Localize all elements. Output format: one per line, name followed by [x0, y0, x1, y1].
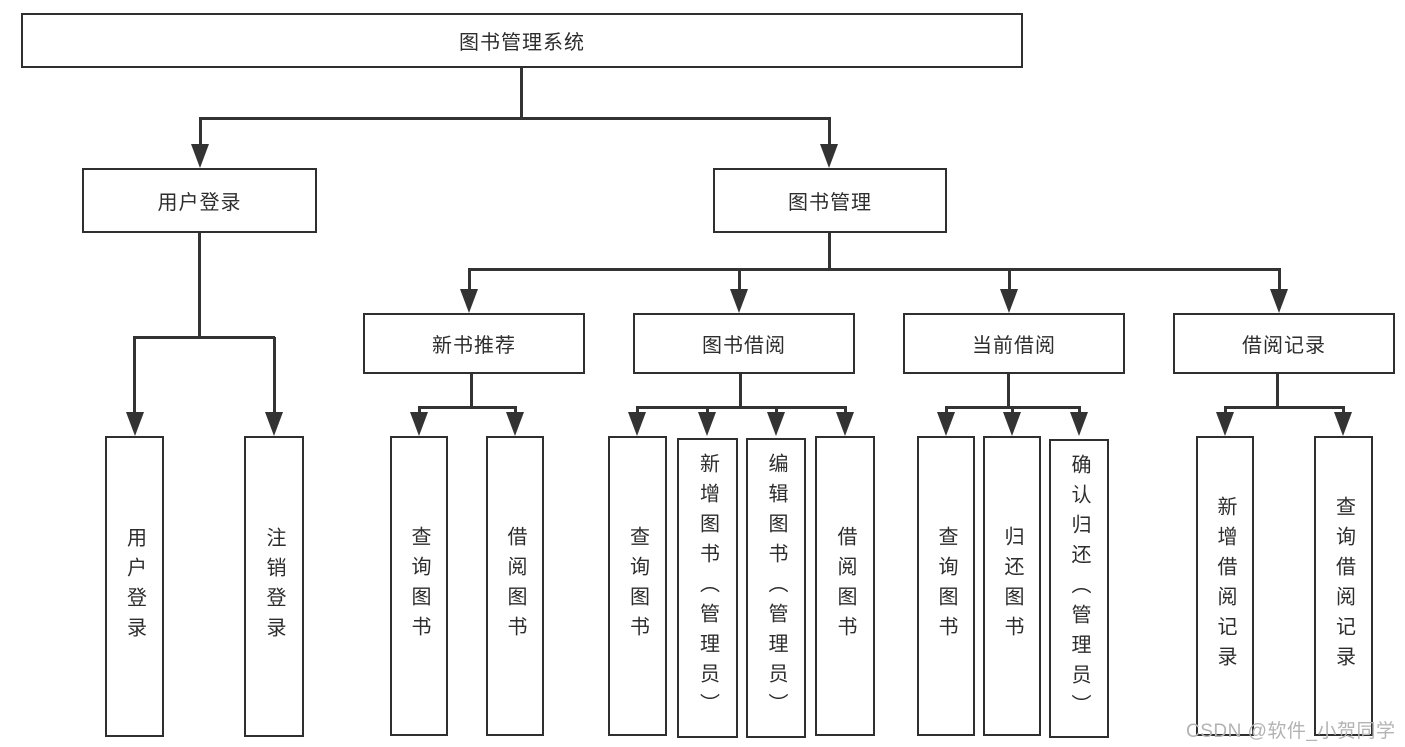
arrow-down-icon	[1334, 412, 1352, 436]
arrow-down-icon	[506, 412, 524, 436]
connector-vline	[827, 118, 831, 146]
arrow-down-icon	[1000, 289, 1018, 313]
arrow-down-icon	[1270, 289, 1288, 313]
leaf-borrow-books: 借阅图书	[815, 436, 875, 736]
node-book-borrowing: 图书借阅	[633, 313, 855, 374]
leaf-label: 注销登录	[263, 526, 285, 647]
arrow-down-icon	[836, 412, 854, 436]
connector-vline	[467, 269, 471, 289]
connector-vline	[843, 407, 847, 413]
leaf-label: 借阅图书	[834, 526, 856, 646]
node-label: 当前借阅	[972, 335, 1056, 357]
arrow-down-icon	[1003, 412, 1021, 436]
watermark: CSDN @软件_小贺同学	[1186, 721, 1396, 742]
leaf-label: 查询图书	[626, 526, 649, 646]
connector-vline	[198, 118, 202, 146]
connector-vline	[513, 407, 517, 413]
arrow-down-icon	[1216, 412, 1234, 436]
leaf-borrow-books-recommend: 借阅图书	[486, 436, 544, 736]
node-label: 图书借阅	[702, 335, 786, 357]
leaf-add-borrow-record: 新增借阅记录	[1196, 436, 1254, 736]
connector-vline	[1277, 269, 1281, 289]
leaf-label: 编辑图书（管理员）	[765, 453, 787, 723]
connector-vline	[705, 407, 709, 413]
connector-vline	[469, 374, 473, 407]
leaf-edit-book-admin: 编辑图书（管理员）	[746, 438, 806, 738]
node-label: 用户登录	[157, 192, 242, 214]
node-book-management: 图书管理	[713, 168, 947, 233]
connector-hline	[1223, 405, 1345, 409]
connector-vline	[774, 407, 778, 413]
node-label: 图书管理系统	[459, 32, 585, 54]
connector-hline	[467, 267, 1281, 271]
node-label: 图书管理	[788, 192, 872, 214]
connector-vline	[1007, 269, 1011, 289]
leaf-user-login: 用户登录	[105, 436, 164, 737]
arrow-down-icon	[460, 289, 478, 313]
connector-vline	[519, 68, 523, 118]
connector-vline	[1223, 407, 1227, 413]
arrow-down-icon	[937, 412, 955, 436]
leaf-query-books-recommend: 查询图书	[390, 436, 448, 736]
connector-vline	[133, 337, 136, 412]
connector-vline	[1010, 407, 1014, 413]
leaf-label: 新增借阅记录	[1214, 496, 1236, 676]
node-current-borrowing: 当前借阅	[903, 313, 1125, 374]
node-borrowing-records: 借阅记录	[1173, 313, 1395, 374]
leaf-logout-login: 注销登录	[244, 436, 304, 737]
leaf-return-book: 归还图书	[983, 436, 1041, 736]
connector-hline	[198, 116, 831, 120]
connector-vline	[737, 269, 741, 289]
arrow-down-icon	[410, 412, 428, 436]
leaf-add-book-admin: 新增图书（管理员）	[677, 438, 738, 738]
leaf-label: 查询图书	[408, 526, 430, 646]
connector-vline	[944, 407, 948, 413]
leaf-query-books-borrow: 查询图书	[608, 436, 667, 736]
arrow-down-icon	[820, 144, 838, 168]
connector-hline	[417, 405, 517, 409]
arrow-down-icon	[698, 412, 716, 436]
arrow-down-icon	[191, 144, 209, 168]
node-user-login: 用户登录	[82, 168, 317, 233]
leaf-query-books-current: 查询图书	[917, 436, 975, 736]
leaf-confirm-return-admin: 确认归还（管理员）	[1049, 439, 1109, 738]
connector-vline	[197, 233, 201, 337]
node-label: 新书推荐	[432, 335, 516, 357]
leaf-query-borrow-record: 查询借阅记录	[1314, 436, 1373, 736]
connector-vline	[827, 233, 831, 269]
leaf-label: 用户登录	[123, 526, 146, 647]
connector-vline	[1276, 374, 1279, 407]
connector-vline	[635, 407, 639, 413]
arrow-down-icon	[1070, 412, 1088, 436]
connector-hline	[133, 335, 275, 339]
leaf-label: 查询借阅记录	[1332, 496, 1355, 676]
node-library-management-system: 图书管理系统	[21, 13, 1023, 68]
leaf-label: 查询图书	[935, 526, 957, 646]
connector-vline	[1077, 407, 1081, 413]
connector-vline	[417, 407, 421, 413]
arrow-down-icon	[125, 412, 144, 436]
leaf-label: 借阅图书	[504, 526, 526, 646]
connector-vline	[738, 374, 742, 407]
arrow-down-icon	[730, 289, 748, 313]
connector-vline	[272, 337, 276, 412]
connector-hline	[635, 405, 847, 409]
node-new-book-recommend: 新书推荐	[363, 313, 585, 374]
arrow-down-icon	[265, 412, 283, 436]
arrow-down-icon	[767, 412, 785, 436]
leaf-label: 确认归还（管理员）	[1068, 453, 1090, 724]
connector-vline	[1341, 407, 1345, 413]
arrow-down-icon	[628, 412, 646, 436]
connector-vline	[1006, 374, 1010, 407]
leaf-label: 归还图书	[1001, 526, 1023, 646]
leaf-label: 新增图书（管理员）	[696, 453, 719, 723]
node-label: 借阅记录	[1242, 335, 1326, 357]
